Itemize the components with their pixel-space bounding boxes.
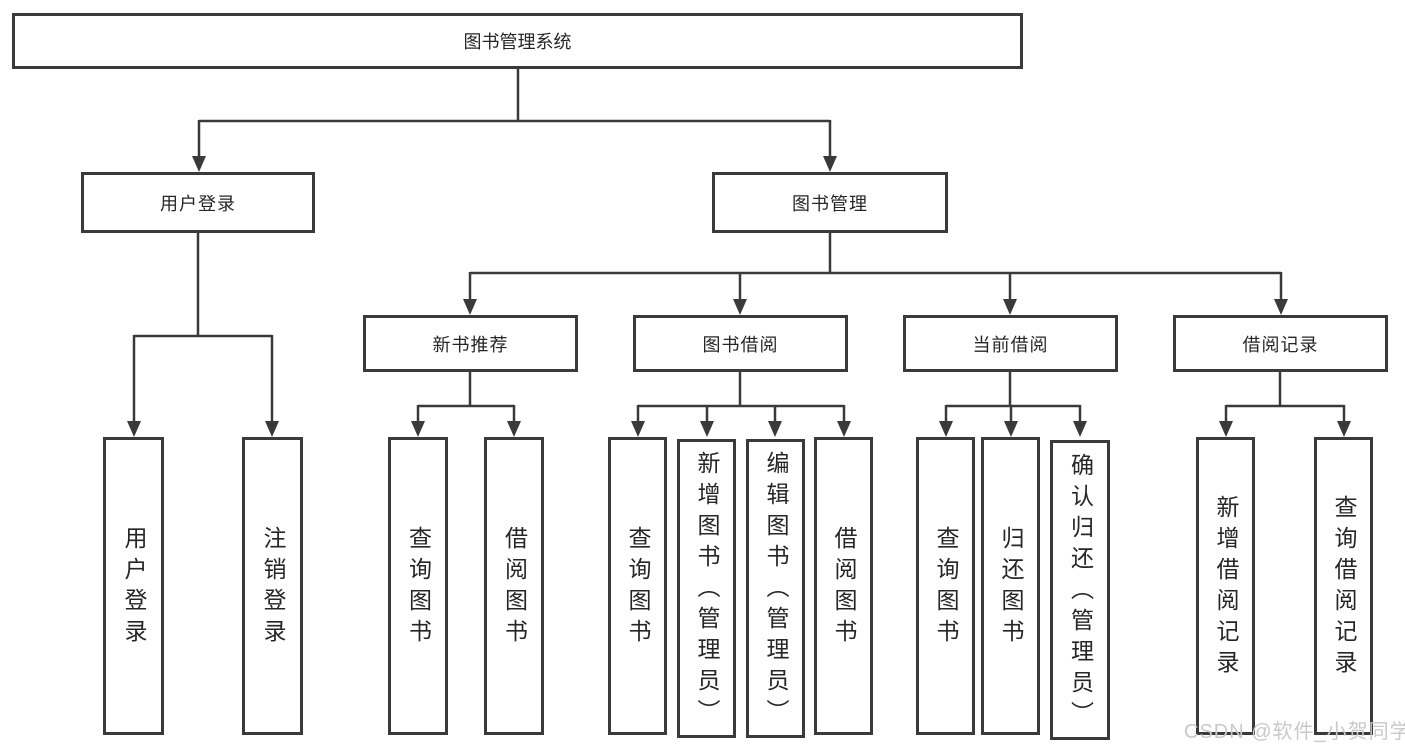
node-book-borrow-label: 图书借阅: [702, 334, 779, 355]
node-book-borrow: 图书借阅: [633, 315, 848, 372]
node-leaf-recommend-query-book: 查询图书: [388, 437, 448, 735]
node-book-management: 图书管理: [712, 172, 948, 233]
arrowheads: [127, 156, 1351, 437]
node-leaf-edit-book-admin: 编辑图书（管理员）: [746, 439, 805, 738]
csdn-watermark: CSDN @软件_小贺同学: [1184, 721, 1405, 743]
node-new-book-recommend-label: 新书推荐: [432, 334, 509, 355]
node-leaf-add-book-admin: 新增图书（管理员）: [677, 439, 736, 738]
node-leaf-logout-label: 注销登录: [260, 526, 286, 650]
node-leaf-add-borrow-record-label: 新增借阅记录: [1213, 495, 1239, 681]
node-current-borrow-label: 当前借阅: [972, 334, 1049, 355]
node-leaf-logout: 注销登录: [242, 437, 303, 735]
node-current-borrow: 当前借阅: [903, 315, 1118, 372]
node-leaf-return-book-label: 归还图书: [998, 526, 1024, 650]
node-borrow-records: 借阅记录: [1173, 315, 1388, 372]
node-leaf-confirm-return-admin-label: 确认归还（管理员）: [1067, 452, 1094, 732]
node-leaf-recommend-borrow-book: 借阅图书: [484, 437, 544, 735]
node-leaf-return-book: 归还图书: [981, 437, 1040, 735]
node-leaf-recommend-borrow-book-label: 借阅图书: [501, 526, 528, 650]
node-leaf-current-query-book-label: 查询图书: [933, 526, 959, 650]
node-borrow-records-label: 借阅记录: [1242, 334, 1319, 355]
node-leaf-borrow-query-book-label: 查询图书: [625, 526, 651, 650]
node-leaf-user-login: 用户登录: [103, 437, 164, 735]
node-leaf-edit-book-admin-label: 编辑图书（管理员）: [763, 451, 789, 730]
node-leaf-current-query-book: 查询图书: [916, 437, 975, 735]
node-book-management-label: 图书管理: [792, 193, 868, 214]
node-leaf-query-borrow-record: 查询借阅记录: [1314, 437, 1373, 735]
node-user-login: 用户登录: [81, 172, 315, 233]
node-root-library-system: 图书管理系统: [12, 13, 1023, 69]
node-leaf-add-book-admin-label: 新增图书（管理员）: [694, 451, 720, 730]
node-leaf-confirm-return-admin: 确认归还（管理员）: [1050, 440, 1110, 740]
node-new-book-recommend: 新书推荐: [363, 315, 578, 372]
node-root-label: 图书管理系统: [463, 32, 572, 52]
node-leaf-borrow-borrow-book: 借阅图书: [814, 437, 873, 735]
node-leaf-borrow-borrow-book-label: 借阅图书: [831, 526, 857, 650]
node-user-login-label: 用户登录: [160, 193, 236, 214]
node-leaf-user-login-label: 用户登录: [121, 526, 147, 650]
node-leaf-add-borrow-record: 新增借阅记录: [1196, 437, 1255, 735]
node-leaf-query-borrow-record-label: 查询借阅记录: [1331, 495, 1357, 681]
node-leaf-recommend-query-book-label: 查询图书: [405, 526, 432, 650]
node-leaf-borrow-query-book: 查询图书: [608, 437, 667, 735]
